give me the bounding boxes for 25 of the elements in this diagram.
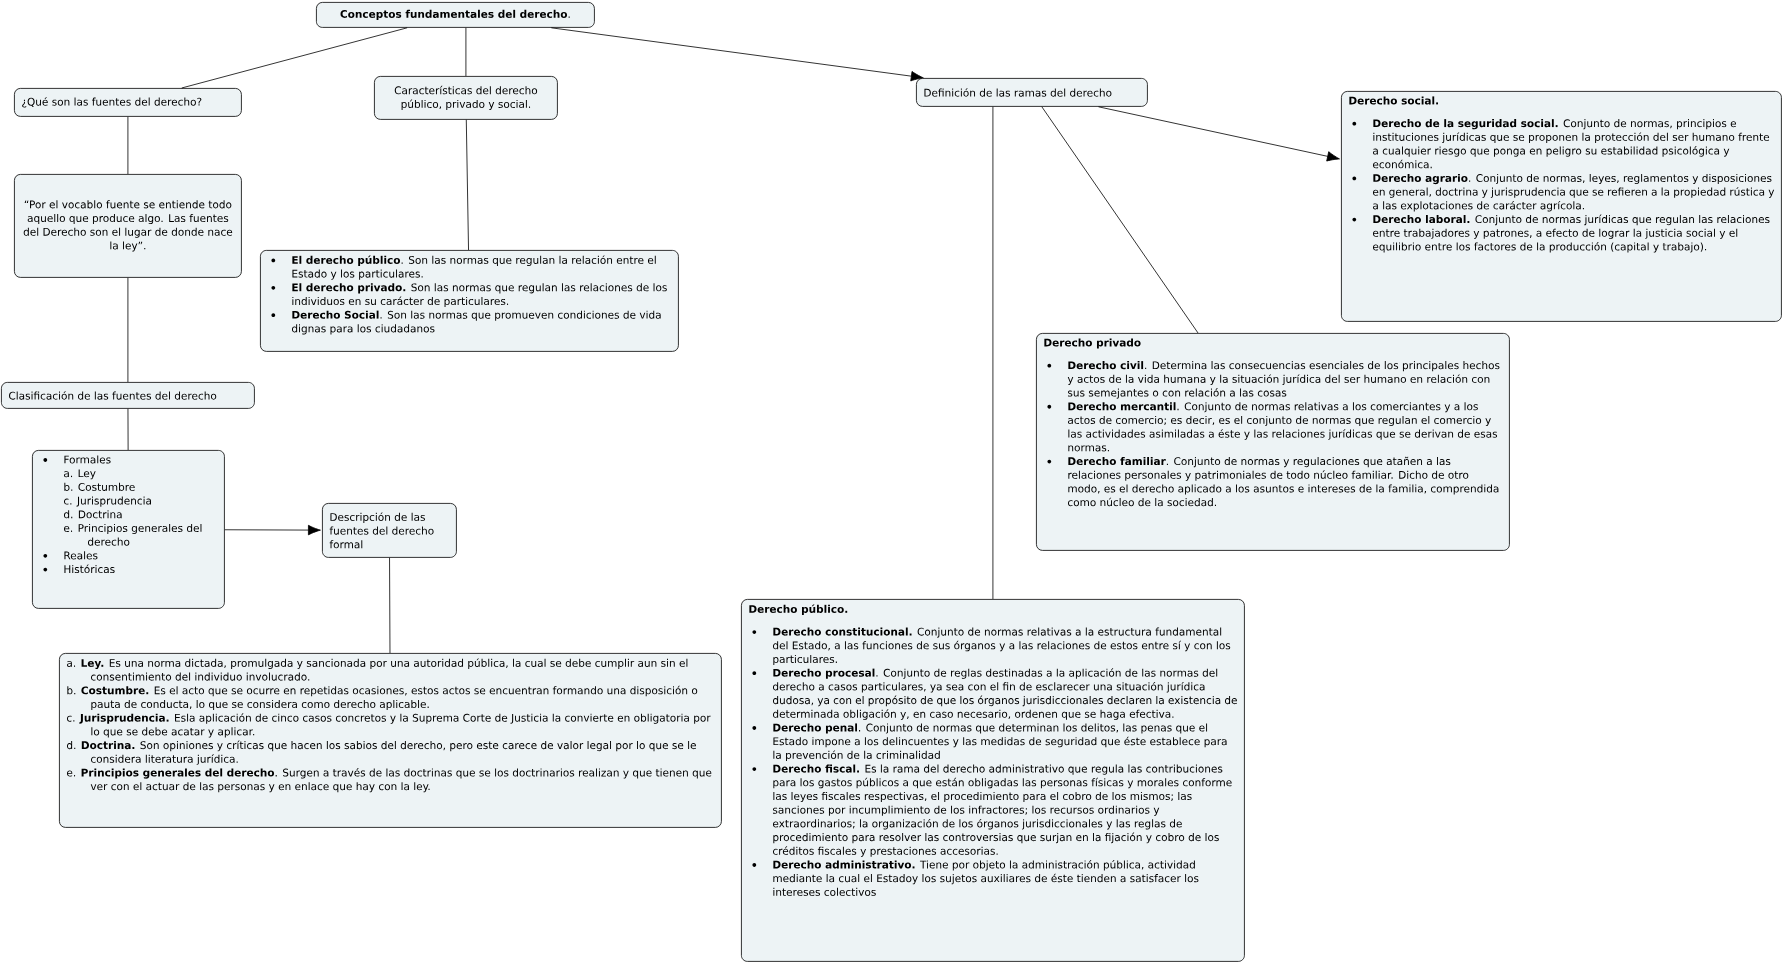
connector-line [127, 408, 129, 451]
list-box: Derecho privado Derecho civil. Determina las consecuencias esenciales de los principales hechos y actos de la vida humana y la situación jurídica del ser humano en relación con sus semejantes o con relación a las cosas Derecho mercantil. Conjunto de normas relativas a los comerciantes y a los actos de comercio; es decir, es el conjunto de normas que regulan el comercio y las actividades asimiladas a éste y las relaciones jurídicas que se derivan de esas normas. Derecho familiar. Conjunto de normas y regulaciones que atañen a las relaciones personales y patrimoniales de todo núcleo familiar. Dicho de otro modo, es el derecho aplicado a los asuntos e intereses de la familia, comprendida como núcleo de la sociedad. [1036, 333, 1510, 551]
topic-box: Descripción de las fuentes del derecho formal [322, 503, 457, 558]
title-box: Conceptos fundamentales del derecho. [316, 2, 595, 28]
topic-box: Definición de las ramas del derecho [916, 78, 1148, 107]
list-box: Formales a. Ley b. Costumbre c. Jurisprudencia d. Doctrina e. Principios generales del derecho Reales Históricas [32, 450, 225, 609]
connector-line [992, 106, 994, 600]
topic-box: Características del derecho público, privado y social. [374, 76, 558, 120]
list-box: a. Ley. Es una norma dictada, promulgada y sancionada por una autoridad pública, la cual se debe cumplir aun sin el consentimiento del individuo involucrado. b. Costumbre. Es el acto que se ocurre en repetidas ocasiones, estos actos se encuentran formando una disposición o pauta de conducta, lo que se considera como derecho aplicable. c. Jurisprudencia. Esla aplicación de cinco casos concretos y la Suprema Corte de Justicia la convierte en obligatoria por lo que se debe acatar y aplicar. d. Doctrina. Son opiniones y críticas que hacen los sabios del derecho, pero este carece de valor legal por lo que se le considera literatura jurídica. e. Principios generales del derecho. Surgen a través de las doctrinas que se los doctrinarios realizan y que tienen que ver con el actuar de las personas y en enlace que hay con la ley. [59, 653, 722, 828]
topic-box: Clasificación de las fuentes del derecho [1, 382, 255, 409]
connector-line [181, 27, 408, 89]
arrow [224, 524, 321, 536]
topic-box: ¿Qué son las fuentes del derecho? [14, 88, 242, 117]
quote-box: “Por el vocablo fuente se entiende todo aquello que produce algo. Las fuentes del Derecho son el lugar de donde nace la ley”. [14, 174, 242, 278]
list-box: Derecho público. Derecho constitucional. Conjunto de normas relativas a la estructura fundamental del Estado, a las funciones de sus órganos y a las relaciones de estos entre sí y con los particulares. Derecho procesal. Conjunto de reglas destinadas a la aplicación de las normas del derecho a casos particulares, ya sea con el fin de esclarecer una situación jurídica dudosa, ya con el propósito de que los órganos jurisdiccionales declaren la existencia de determinada obligación y, en caso necesario, ordenen que se haga efectiva. Derecho penal. Conjunto de normas que determinan los delitos, las penas que el Estado impone a los delincuentes y las medidas de seguridad que éste establece para la prevención de la criminalidad Derecho fiscal. Es la rama del derecho administrativo que regula las contribuciones para los gastos públicos a que están obligadas las personas físicas y morales conforme las leyes fiscales respectivas, el procedimiento para el cobro de los mismos; las sanciones por incumplimiento de los infractores; los recursos ordinarios y extraordinarios; la organización de los órganos jurisdiccionales y las reglas de procedimiento para resolver las controversias que surjan en la fijación y cobro de los créditos fiscales y prestaciones accesorias. Derecho administrativo. Tiene por objeto la administración pública, actividad mediante la cual el Estadoy los sujetos auxiliares de éste tienden a satisfacer los intereses colectivos [741, 599, 1245, 962]
connector-line [465, 27, 467, 77]
connector-line [127, 277, 129, 383]
connector-line [389, 557, 391, 654]
arrow [1098, 106, 1340, 162]
connector-line [1041, 106, 1199, 334]
connector-line [465, 119, 469, 251]
list-box: Derecho social. Derecho de la seguridad social. Conjunto de normas, principios e instituciones jurídicas que se proponen la protección del ser humano frente a cualquier riesgo que ponga en peligro su estabilidad psicológica y económica. Derecho agrario. Conjunto de normas, leyes, reglamentos y disposiciones en general, doctrina y jurisprudencia que se refieren a la propiedad rústica y a las explotaciones de carácter agrícola. Derecho laboral. Conjunto de normas jurídicas que regulan las relaciones entre trabajadores y patrones, a efecto de lograr la justicia social y el equilibrio entre los factores de la producción (capital y trabajo). [1341, 91, 1782, 322]
list-box: El derecho público. Son las normas que regulan la relación entre el Estado y los particulares. El derecho privado. Son las normas que regulan las relaciones de los individuos en su carácter de particulares. Derecho Social. Son las normas que promueven condiciones de vida dignas para los ciudadanos [260, 250, 679, 352]
arrow [550, 27, 924, 82]
connector-line [127, 116, 129, 175]
